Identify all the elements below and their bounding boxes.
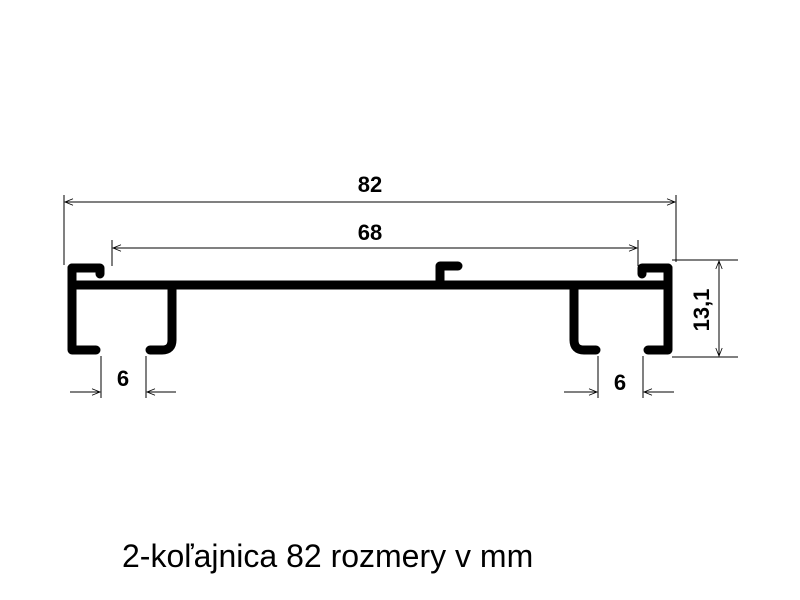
dimension-right-slot: 6: [564, 356, 674, 398]
left-top-hook: [67, 263, 105, 279]
dimension-height: 13,1: [672, 259, 738, 358]
left-slot-label: 6: [117, 366, 129, 391]
right-channel: [643, 263, 673, 355]
dimension-left-slot: 6: [70, 356, 176, 398]
right-top-hook: [637, 263, 673, 279]
dimension-overall-width: 82: [63, 172, 677, 265]
left-channel-inner: [145, 284, 177, 355]
right-channel-inner: [569, 284, 601, 355]
inner-width-label: 68: [358, 220, 382, 245]
right-slot-label: 6: [614, 370, 626, 395]
overall-width-label: 82: [358, 172, 382, 197]
height-label: 13,1: [689, 289, 714, 332]
caption: 2-koľajnica 82 rozmery v mm: [122, 538, 534, 574]
left-channel: [67, 263, 101, 355]
rail-profile: [67, 261, 673, 355]
center-hook: [435, 261, 463, 290]
dimension-inner-width: 68: [111, 220, 639, 266]
